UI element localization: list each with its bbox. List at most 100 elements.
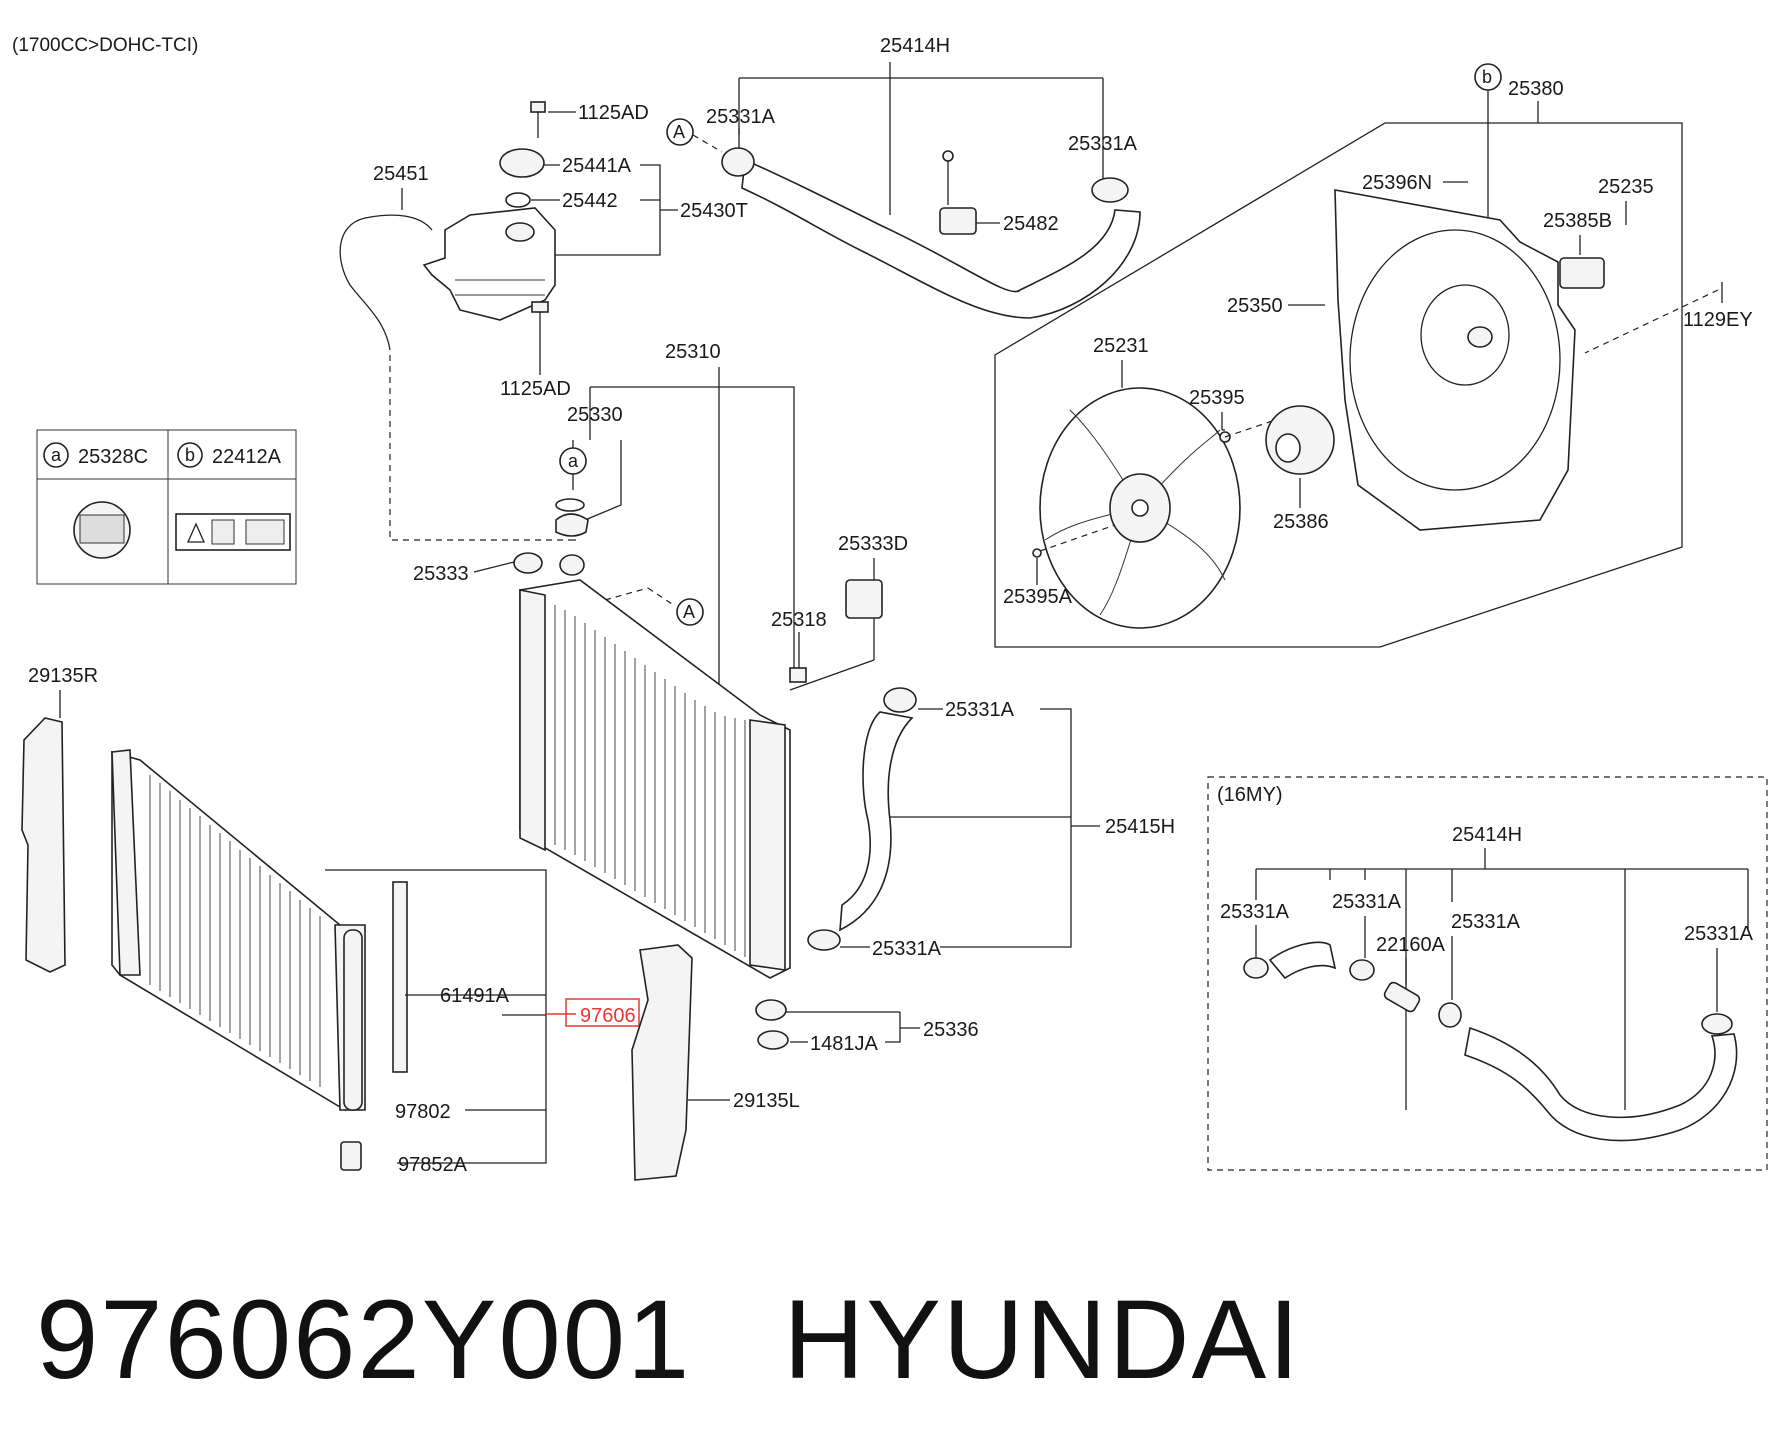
label-bolt-top[interactable]: 1125AD	[578, 102, 649, 124]
legend-marker-b-text: b	[185, 445, 195, 465]
legend-marker-a-text: a	[51, 445, 62, 465]
label-insulator[interactable]: 25336	[923, 1019, 979, 1041]
label-receiver-drier[interactable]: 97802	[395, 1101, 451, 1123]
label-drain-plug[interactable]: 25318	[771, 609, 827, 631]
label-radiator[interactable]: 25310	[665, 341, 721, 363]
label-screw-shroud[interactable]: 25235	[1598, 176, 1654, 198]
label-hose-bracket[interactable]: 25482	[1003, 213, 1059, 235]
drain-plug-shape	[789, 667, 807, 683]
lower-hose-shape	[839, 711, 914, 932]
upper-hose-group: 25414H 25331A 25331A A 25482	[666, 35, 1141, 319]
label-nut-fan[interactable]: 25395	[1189, 387, 1245, 409]
legend-marker-b	[177, 442, 203, 468]
motor-shape	[1265, 405, 1335, 475]
label-air-guard-left[interactable]: 29135L	[733, 1090, 800, 1112]
label-clamp-upper-right[interactable]: 25331A	[1068, 133, 1138, 155]
label-reservoir[interactable]: 25430T	[680, 200, 748, 222]
label-cap[interactable]: 25441A	[562, 155, 632, 177]
reservoir-group: 1125AD 25441A 25442 25430T 1125AD 25451	[339, 101, 748, 541]
upper-hose-shape	[741, 158, 1141, 319]
variant-label-hose[interactable]: 25414H	[1452, 824, 1522, 846]
label-cap-drier[interactable]: 97852A	[398, 1154, 468, 1176]
variant-title: (16MY)	[1217, 784, 1283, 806]
callout-a-small-text: a	[568, 451, 579, 471]
cap-seat-shape	[513, 552, 543, 574]
label-motor[interactable]: 25386	[1273, 511, 1329, 533]
label-air-guard-right[interactable]: 29135R	[28, 665, 98, 687]
legend-marker-a	[43, 442, 69, 468]
label-bolt-bottom[interactable]: 1125AD	[500, 378, 571, 400]
receiver-drier-shape	[343, 929, 363, 1111]
condenser-highlight-box	[565, 998, 640, 1027]
variant-label-clamp-1[interactable]: 25331A	[1220, 901, 1290, 923]
seal-pad-shape	[392, 881, 408, 1073]
label-seal[interactable]: 25442	[562, 190, 618, 212]
label-cap-seat[interactable]: 25333	[413, 563, 469, 585]
label-radiator-cap[interactable]: 25330	[567, 404, 623, 426]
variant-16my-box: (16MY) 25414H 25331A 25331A 25331A 22160…	[1207, 776, 1768, 1171]
condenser-group: 29135R 61491A 97606 97802 97	[21, 665, 800, 1181]
variant-short-hose-shape	[1268, 941, 1337, 980]
callout-a-upper	[666, 118, 694, 146]
legend-part-a[interactable]: 25328C	[78, 446, 148, 468]
label-reservoir-hose[interactable]: 25451	[373, 163, 429, 185]
clamp-upper-left-shape	[721, 147, 755, 177]
hose-bracket-shape	[939, 207, 977, 235]
reservoir-hose-shape	[339, 214, 433, 351]
variant-clamp-4-shape	[1701, 1013, 1733, 1035]
variant-label-clamp-3[interactable]: 25331A	[1451, 911, 1521, 933]
legend-part-b[interactable]: 22412A	[212, 446, 282, 468]
label-clamp-lower-bottom[interactable]: 25331A	[872, 938, 942, 960]
variant-label-connector[interactable]: 22160A	[1376, 934, 1446, 956]
legend-table: a 25328C b 22412A	[36, 429, 297, 585]
callout-a-upper-text: A	[673, 122, 685, 142]
label-upper-hose[interactable]: 25414H	[880, 35, 950, 57]
label-fan-assembly[interactable]: 25380	[1508, 78, 1564, 100]
air-guard-left-shape	[631, 944, 693, 1181]
callout-a-radiator	[676, 598, 704, 626]
variant-clamp-1-shape	[1243, 957, 1269, 979]
seal-shape	[505, 192, 531, 208]
shroud-shape	[1334, 189, 1576, 531]
fan-assembly-box	[994, 122, 1683, 648]
label-nut-shroud[interactable]: 25396N	[1362, 172, 1432, 194]
label-fan[interactable]: 25231	[1093, 335, 1149, 357]
label-bolt-shroud[interactable]: 1129EY	[1683, 309, 1753, 331]
variant-clamp-3-shape	[1438, 1002, 1462, 1028]
resistor-shape	[1559, 257, 1605, 289]
variant-box-border	[1207, 776, 1768, 1171]
radiator-group: 25310 25330 a 25333 A	[413, 341, 979, 1055]
air-guard-right-shape	[21, 717, 66, 973]
label-lower-hose[interactable]: 25415H	[1105, 816, 1175, 838]
callout-b-text: b	[1482, 67, 1492, 87]
label-mount-upper[interactable]: 25333D	[838, 533, 908, 555]
fan-assembly-group: b 25380 25396N 25235 25385B 1129EY 25350…	[994, 63, 1753, 648]
label-insulator-washer[interactable]: 1481JA	[810, 1033, 878, 1055]
condenser-fins	[149, 775, 321, 1087]
radiator-fins	[554, 605, 746, 957]
product-brand: HYUNDAI	[783, 1277, 1302, 1402]
variant-label-clamp-2[interactable]: 25331A	[1332, 891, 1402, 913]
drier-cap-shape	[340, 1141, 362, 1171]
variant-clamp-2-shape	[1349, 959, 1375, 981]
label-shroud[interactable]: 25350	[1227, 295, 1283, 317]
clamp-lower-bottom-shape	[807, 929, 841, 951]
clamp-upper-right-shape	[1091, 177, 1129, 203]
variant-label-clamp-4[interactable]: 25331A	[1684, 923, 1754, 945]
label-clamp-lower-top[interactable]: 25331A	[945, 699, 1015, 721]
label-condenser[interactable]: 97606	[580, 1005, 636, 1027]
label-resistor[interactable]: 25385B	[1543, 210, 1612, 232]
engine-variant-note: (1700CC>DOHC-TCI)	[12, 35, 198, 56]
insulator-washer-shape	[757, 1030, 789, 1050]
mount-upper-shape	[845, 579, 883, 619]
label-seal-pad[interactable]: 61491A	[440, 985, 510, 1007]
label-clamp-upper-left[interactable]: 25331A	[706, 106, 776, 128]
variant-long-hose-shape	[1464, 1026, 1738, 1142]
label-nut-fan-2[interactable]: 25395A	[1003, 586, 1073, 608]
cap-shape	[499, 148, 545, 178]
lower-hose-group: 25331A 25415H 25331A	[807, 687, 1175, 960]
variant-connector-shape	[1383, 981, 1421, 1013]
clamp-lower-top-shape	[883, 687, 917, 713]
